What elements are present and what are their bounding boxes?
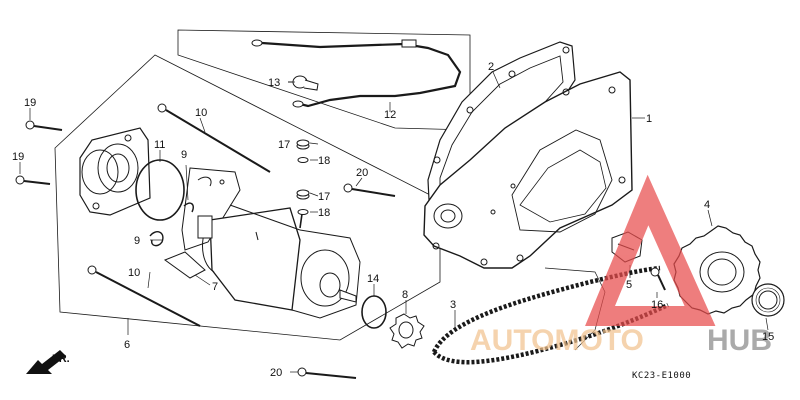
watermark-logo xyxy=(585,174,716,326)
callout-14: 14 xyxy=(367,273,379,285)
terminal-cap xyxy=(288,75,319,91)
callout-10-upper: 10 xyxy=(195,107,207,119)
bolt-19-lower xyxy=(15,175,51,185)
bolt-16 xyxy=(650,267,666,291)
callout-7: 7 xyxy=(212,281,218,293)
starter-front-cover xyxy=(79,127,151,216)
callout-2: 2 xyxy=(488,61,494,73)
bolt-20-upper xyxy=(343,183,396,197)
cable-group-frame xyxy=(177,29,471,131)
callout-6: 6 xyxy=(124,339,130,351)
callout-13: 13 xyxy=(268,77,280,89)
callout-numbers: 1 2 3 4 5 6 7 8 9 9 10 10 11 12 13 14 15… xyxy=(12,61,774,379)
bolt-19-upper xyxy=(25,120,63,131)
leader-lines xyxy=(19,71,769,373)
callout-20-upper: 20 xyxy=(356,167,368,179)
clip-9-top xyxy=(183,202,194,213)
callout-9-upper: 9 xyxy=(181,149,187,161)
washer-18-lower xyxy=(297,209,309,215)
long-bolt-bottom xyxy=(87,265,201,327)
callout-18-upper: 18 xyxy=(318,155,330,167)
long-bolt-top xyxy=(157,103,271,173)
front-label: FR. xyxy=(52,353,70,365)
clip-9 xyxy=(149,231,164,247)
callout-20-lower: 20 xyxy=(270,367,282,379)
watermark: AUTOMOTO HUB xyxy=(470,174,772,357)
callout-19-upper: 19 xyxy=(24,97,36,109)
callout-5: 5 xyxy=(626,279,632,291)
front-arrow-icon xyxy=(26,350,66,374)
callout-16: 16 xyxy=(651,299,663,311)
callout-4: 4 xyxy=(704,199,710,211)
nut-17-lower xyxy=(296,189,310,200)
callout-17-upper: 17 xyxy=(278,139,290,151)
front-direction-marker: FR. xyxy=(26,350,70,374)
callout-19-lower: 19 xyxy=(12,151,24,163)
starter-group-frame xyxy=(54,54,441,341)
callout-12: 12 xyxy=(384,109,396,121)
callout-8: 8 xyxy=(402,289,408,301)
watermark-text-automoto: AUTOMOTO xyxy=(470,324,644,357)
callout-9-lower: 9 xyxy=(134,235,140,247)
diagram-code: KC23-E1000 xyxy=(632,371,691,381)
callout-17-lower: 17 xyxy=(318,191,330,203)
oil-seal xyxy=(751,283,785,317)
callout-10-lower: 10 xyxy=(128,267,140,279)
bolt-20-lower xyxy=(297,367,357,379)
o-ring-14 xyxy=(361,295,387,329)
callout-11: 11 xyxy=(154,139,165,151)
brush-holder xyxy=(163,167,241,279)
drive-gear-8 xyxy=(389,313,425,349)
starter-cable xyxy=(251,39,462,108)
starter-motor xyxy=(197,204,361,319)
callout-18-lower: 18 xyxy=(318,207,330,219)
callout-15: 15 xyxy=(762,331,774,343)
nut-17-upper xyxy=(296,139,310,150)
washer-18-upper xyxy=(297,157,309,163)
watermark-text-hub: HUB xyxy=(707,324,772,357)
callout-3: 3 xyxy=(450,299,456,311)
rear-cover-plate xyxy=(423,71,633,269)
callout-1: 1 xyxy=(646,113,652,125)
